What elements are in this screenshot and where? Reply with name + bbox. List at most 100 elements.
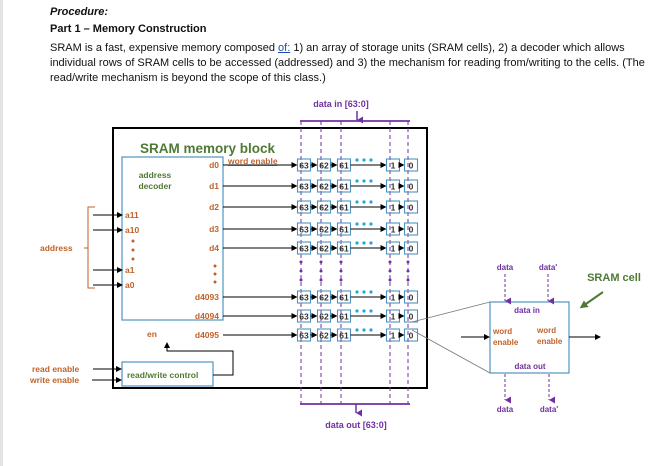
- part-heading: Part 1 – Memory Construction: [50, 23, 207, 35]
- sram-cell-bit-label: 1: [391, 182, 396, 192]
- row-ellipsis-dot: [319, 260, 323, 264]
- bit-ellipsis-dot: [355, 241, 359, 245]
- decoder-output-d4095: d4095: [195, 330, 219, 340]
- sram-cell-0: [403, 309, 419, 323]
- bit-ellipsis-dot: [369, 222, 373, 226]
- decoder-input-ellipsis-dot: [131, 248, 135, 252]
- bit-ellipsis-dot: [362, 179, 366, 183]
- sram-cell-bit-label: 0: [409, 182, 414, 192]
- sram-cell-bit-label: 61: [339, 225, 349, 235]
- sram-cell-bit-label: 61: [339, 182, 349, 192]
- sram-cell-bit-label: 0: [409, 312, 414, 322]
- bit-ellipsis-dot: [362, 222, 366, 226]
- rw-to-enable-wire: [164, 342, 234, 376]
- decoder-input-a0: a0: [125, 280, 135, 290]
- bit-ellipsis-dot: [369, 200, 373, 204]
- row-ellipsis-dot: [388, 269, 392, 273]
- sram-cell-bit-label: 63: [299, 182, 309, 192]
- sram-cell-bit-label: 61: [339, 312, 349, 322]
- cell-word-enable-right-1: word: [536, 326, 556, 335]
- sram-cell-bit-label: 1: [391, 225, 396, 235]
- cell-bottom-output-data: data: [497, 405, 514, 414]
- bit-ellipsis-dot: [369, 158, 373, 162]
- row-ellipsis-dot: [339, 278, 343, 282]
- row-ellipsis-dot: [319, 278, 323, 282]
- procedure-heading: Procedure:: [50, 6, 109, 18]
- sram-cell-bit-label: 62: [319, 225, 329, 235]
- decoder-output-d1: d1: [209, 181, 219, 191]
- bit-ellipsis-dot: [355, 309, 359, 313]
- bit-ellipsis-dot: [355, 290, 359, 294]
- decoder-label-2: decoder: [138, 181, 172, 191]
- decoder-input-a1: a1: [125, 265, 135, 275]
- sram-cell-bit-label: 62: [319, 203, 329, 213]
- sram-cell-bit-label: 1: [391, 161, 396, 171]
- sram-cell-bit-label: 63: [299, 203, 309, 213]
- bit-ellipsis-dot: [369, 290, 373, 294]
- decoder-output-d4: d4: [209, 243, 219, 253]
- sram-cell-bit-label: 61: [339, 293, 349, 303]
- decoder-output-ellipsis-dot: [213, 264, 217, 268]
- decoder-enable-label: en: [147, 329, 157, 339]
- bit-ellipsis-dot: [369, 309, 373, 313]
- data-in-bus-label: data in [63:0]: [313, 99, 369, 109]
- sram-cell-bit-label: 63: [299, 293, 309, 303]
- sram-cell-bit-label: 0: [409, 225, 414, 235]
- row-ellipsis-dot: [406, 278, 410, 282]
- row-ellipsis-dot: [339, 269, 343, 273]
- row-ellipsis-dot: [406, 260, 410, 264]
- sram-cell-bit-label: 63: [299, 161, 309, 171]
- decoder-inputs: a11 a10 a1 a0: [93, 210, 139, 290]
- bit-ellipsis-dot: [355, 179, 359, 183]
- sram-cell-0: [403, 328, 419, 342]
- address-label: address: [40, 243, 73, 253]
- row-ellipsis-dot: [406, 269, 410, 273]
- sram-cell-0: [403, 290, 419, 304]
- sram-cell-bit-label: 62: [319, 244, 329, 254]
- sram-cell-bit-label: 62: [319, 161, 329, 171]
- decoder-output-ellipsis-dot: [213, 272, 217, 276]
- decoder-output-d4093: d4093: [195, 292, 219, 302]
- sram-cell-bit-label: 0: [409, 293, 414, 303]
- row-ellipsis-dot: [339, 260, 343, 264]
- bit-ellipsis-dot: [362, 200, 366, 204]
- bit-ellipsis-dot: [362, 309, 366, 313]
- sram-cell-bit-label: 61: [339, 203, 349, 213]
- bit-ellipsis-dot: [362, 158, 366, 162]
- decoder-output-d3: d3: [209, 224, 219, 234]
- decoder-input-a10: a10: [125, 225, 139, 235]
- decoder-output-d0: d0: [209, 160, 219, 170]
- sram-cell-title: SRAM cell: [587, 272, 641, 284]
- sram-cell-bit-label: 1: [391, 331, 396, 341]
- decoder-output-ellipsis-dot: [213, 280, 217, 284]
- address-bracket: [87, 206, 95, 289]
- of-link[interactable]: of:: [278, 42, 291, 54]
- sram-cell-bit-label: 0: [409, 161, 414, 171]
- decoder-output-d2: d2: [209, 202, 219, 212]
- sram-memory-block: [112, 127, 428, 389]
- bit-ellipsis-dot: [369, 241, 373, 245]
- sram-cell-0: [403, 179, 419, 193]
- read-enable-label: read enable: [32, 364, 80, 374]
- bit-ellipsis-dot: [355, 200, 359, 204]
- sram-cell-bit-label: 63: [299, 225, 309, 235]
- sram-cell-bit-label: 62: [319, 331, 329, 341]
- paragraph-text-2: 1) an array of storage units (SRAM cells…: [50, 42, 645, 84]
- cell-word-enable-left-2: enable: [493, 338, 519, 347]
- decoder-label-1: address: [139, 170, 172, 180]
- write-enable-label: write enable: [29, 375, 79, 385]
- sram-cell-bit-label: 0: [409, 203, 414, 213]
- sram-cell-bit-label: 63: [299, 312, 309, 322]
- decoder-input-ellipsis-dot: [131, 239, 135, 243]
- sram-cell-bit-label: 62: [319, 293, 329, 303]
- row-ellipsis-dot: [388, 260, 392, 264]
- decoder-input-a11: a11: [125, 210, 139, 220]
- sram-cell-0: [403, 222, 419, 236]
- row-ellipsis-dot: [299, 260, 303, 264]
- sram-cell-bit-label: 61: [339, 244, 349, 254]
